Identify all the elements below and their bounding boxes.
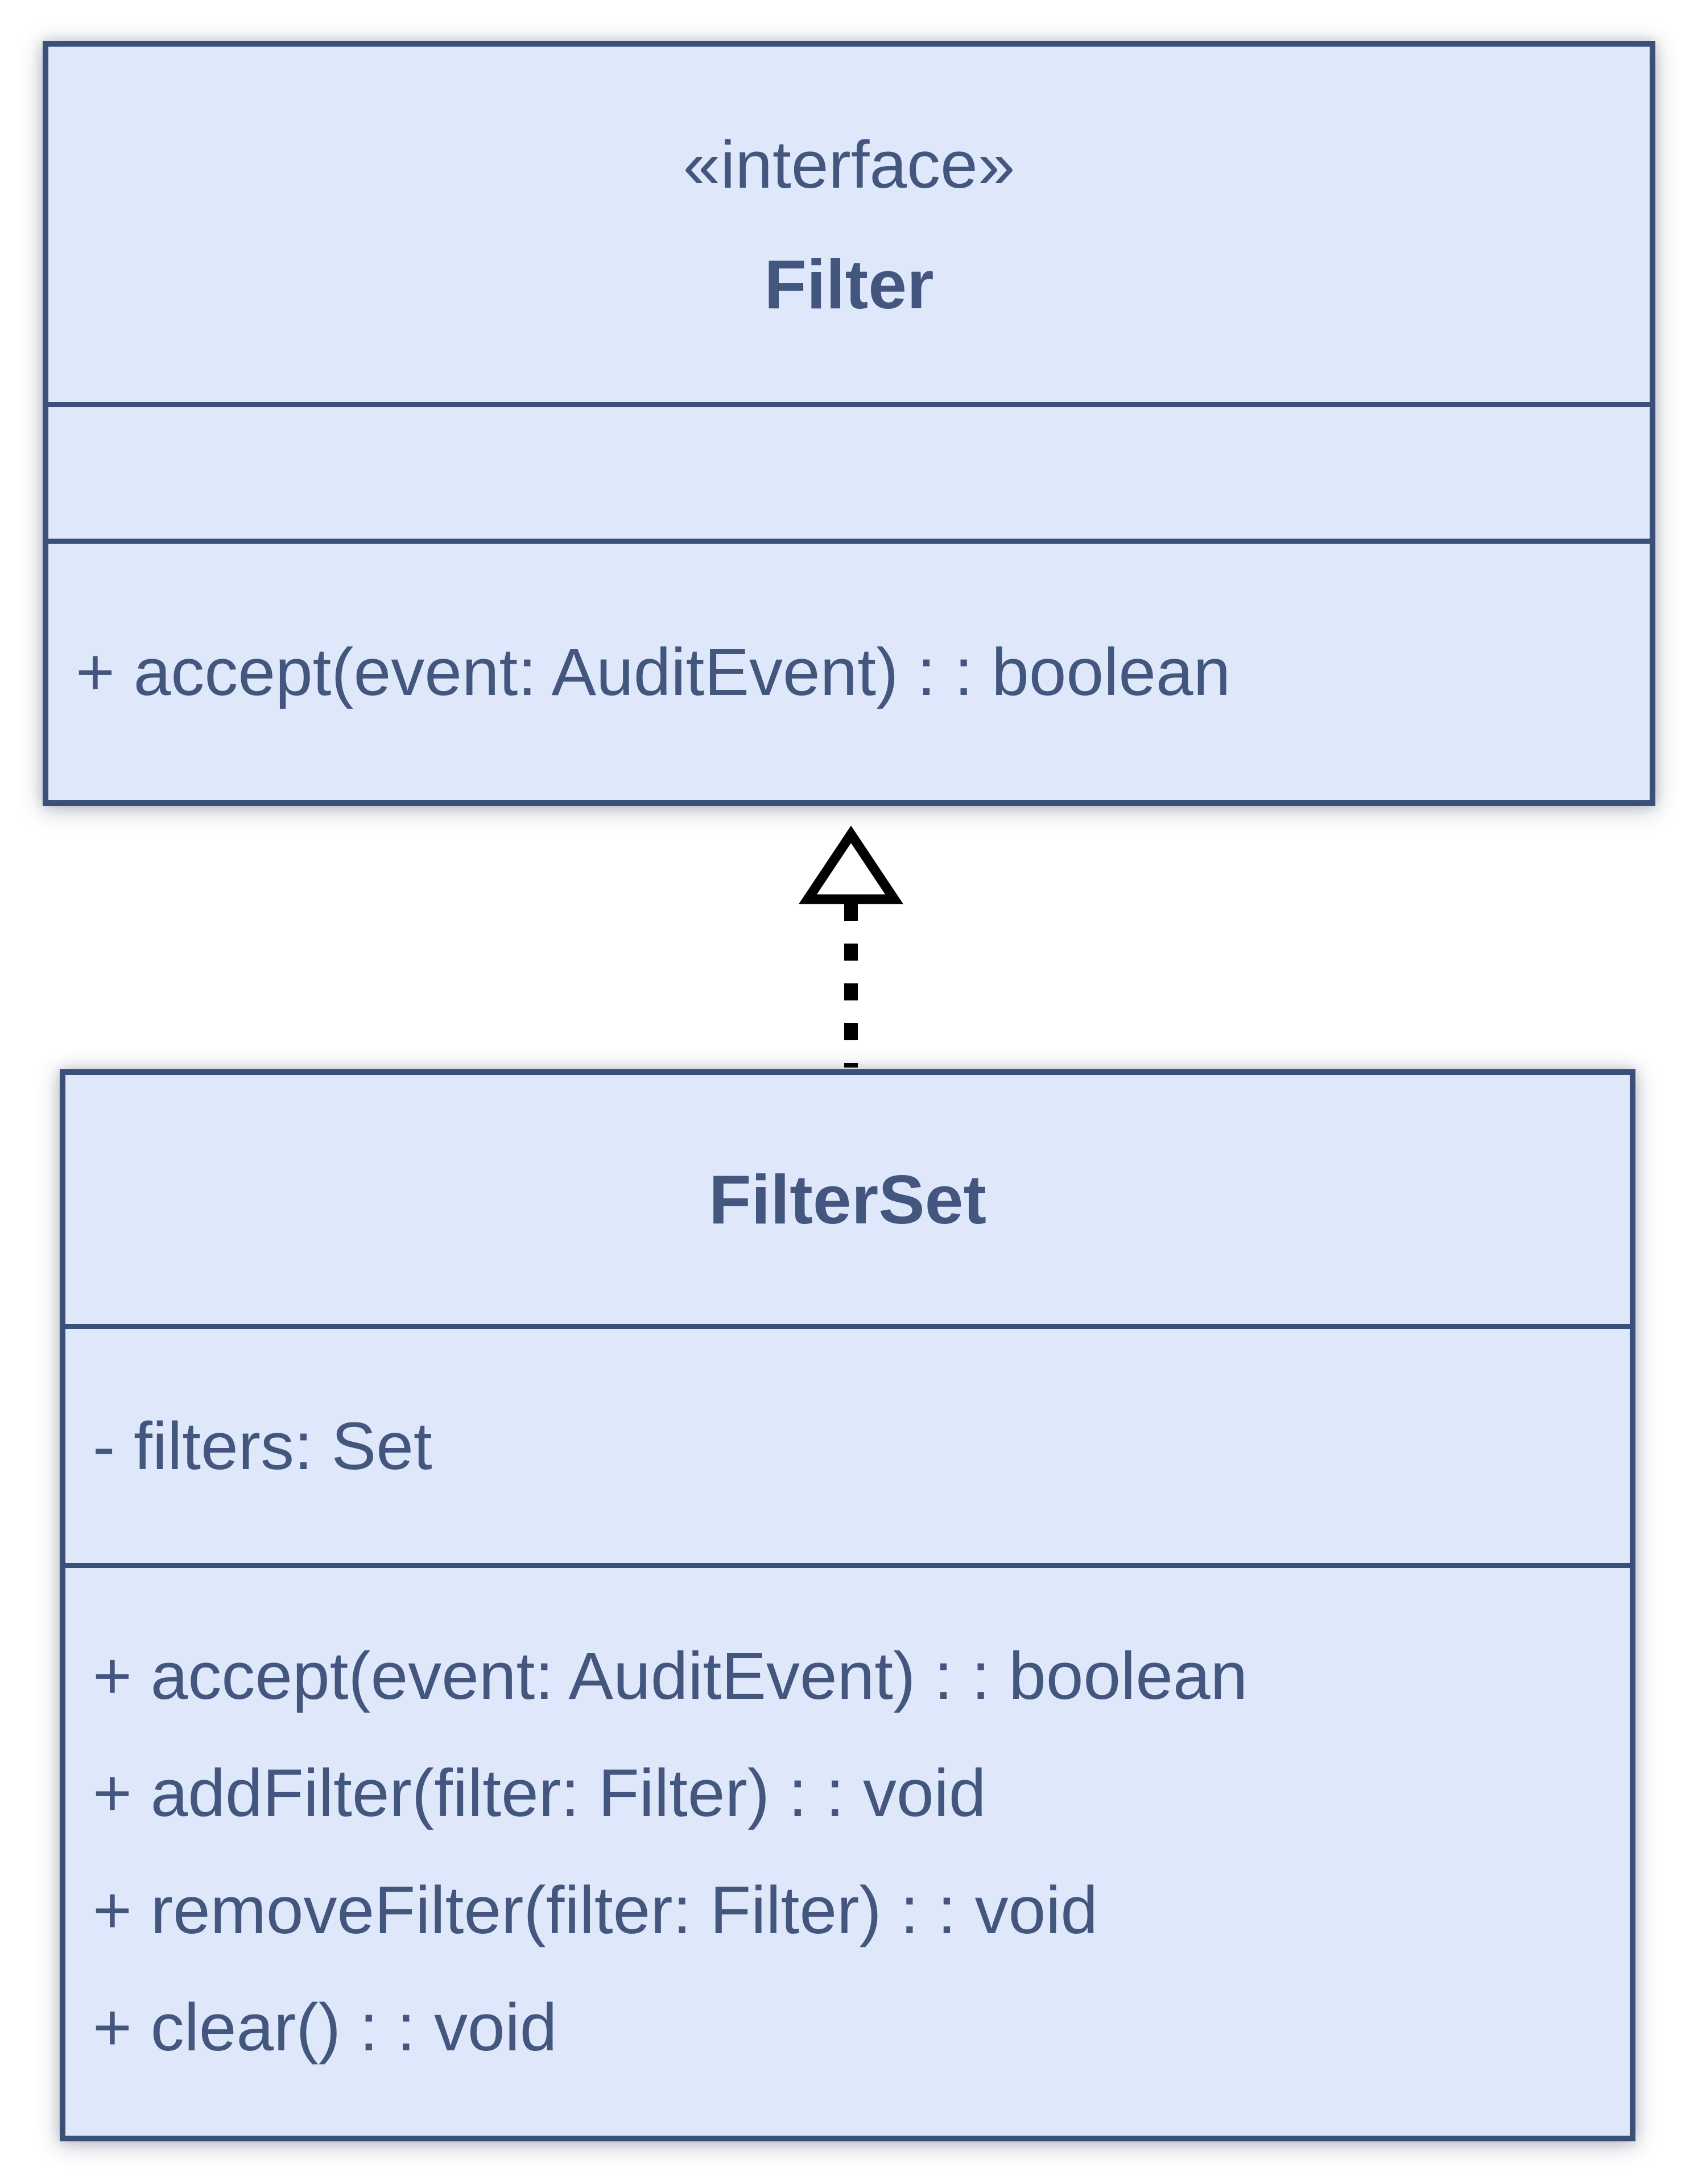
uml-class-filter: «interface» Filter + accept(event: Audit… [43, 41, 1655, 806]
member-line: - filters: Set [93, 1408, 432, 1484]
member-line: + addFilter(filter: Filter) : : void [93, 1756, 986, 1831]
class-header-filterset: FilterSet [65, 1075, 1630, 1324]
uml-class-filterset: FilterSet - filters: Set + accept(event:… [60, 1069, 1635, 2141]
hollow-triangle-arrowhead-icon [799, 825, 903, 904]
member-line: + clear() : : void [93, 1990, 557, 2065]
class-header-filter: «interface» Filter [48, 47, 1650, 402]
member-line: + accept(event: AuditEvent) : : boolean [93, 1639, 1248, 1714]
class-name-filterset: FilterSet [708, 1161, 987, 1238]
stereotype-label: «interface» [683, 127, 1015, 202]
methods-compartment-filter: + accept(event: AuditEvent) : : boolean [48, 539, 1650, 800]
attributes-compartment-filterset: - filters: Set [65, 1324, 1630, 1563]
class-name-filter: Filter [764, 245, 934, 323]
member-line: + accept(event: AuditEvent) : : boolean [76, 634, 1231, 710]
attributes-compartment-filter [48, 402, 1650, 539]
realization-arrow [799, 825, 903, 1068]
member-line: + removeFilter(filter: Filter) : : void [93, 1873, 1098, 1948]
methods-compartment-filterset: + accept(event: AuditEvent) : : boolean +… [65, 1563, 1630, 2136]
